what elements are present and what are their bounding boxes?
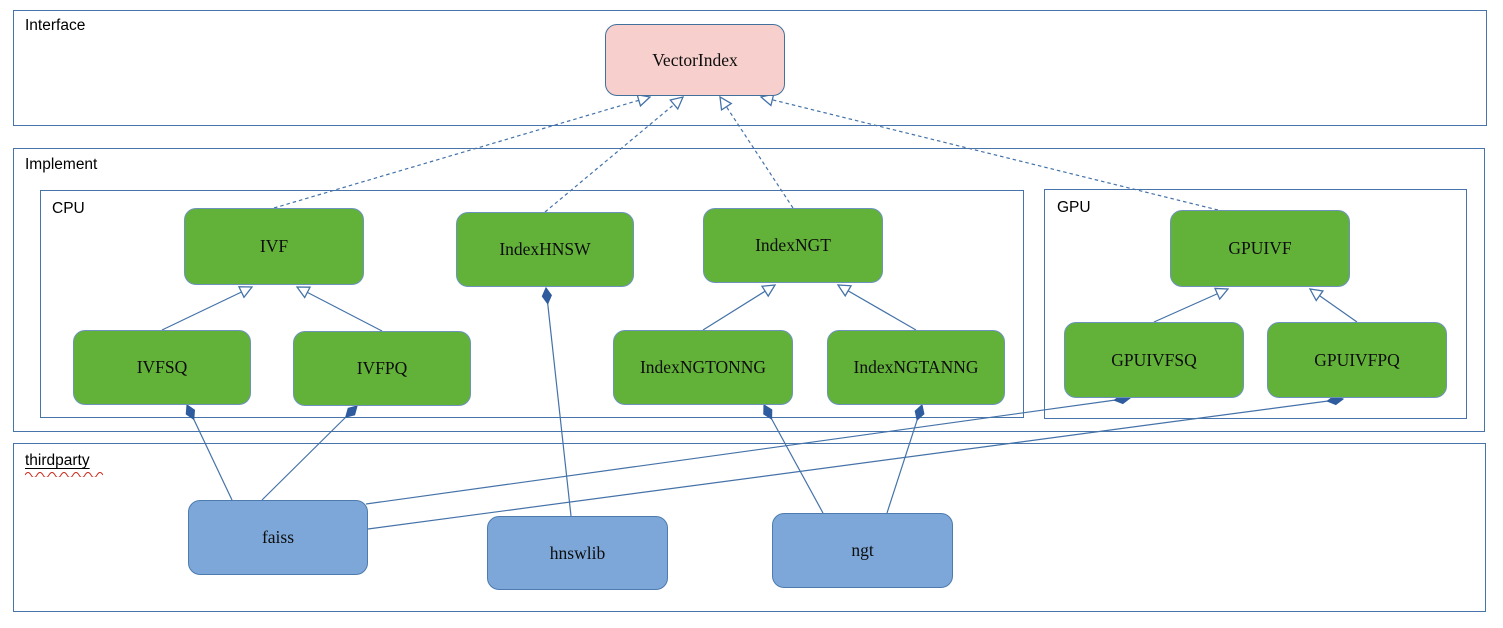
container-implement-label: Implement <box>25 156 98 173</box>
edge-indexngtanng-composes-ngt <box>886 403 925 514</box>
node-indexhnsw-label: IndexHNSW <box>499 239 591 259</box>
container-interface <box>13 10 1487 126</box>
container-implement <box>13 148 1485 432</box>
node-ivfsq-label: IVFSQ <box>136 357 188 377</box>
node-faiss-label: faiss <box>261 527 295 547</box>
edge-indexngtonng-to-indexngt <box>702 285 775 331</box>
edge-indexhnsw-composes-hnswlib <box>541 286 572 517</box>
node-indexngt-label: IndexNGT <box>755 235 831 255</box>
edge-indexhnsw-to-vectorindex <box>544 97 683 213</box>
thirdparty-label-text: thirdparty <box>25 452 90 469</box>
node-gpuivfpq-label: GPUIVFPQ <box>1314 349 1400 370</box>
node-indexhnsw: IndexHNSW <box>456 212 634 287</box>
edge-gpuivfsq-to-gpuivf <box>1153 289 1228 323</box>
container-gpu-label: GPU <box>1057 199 1091 216</box>
edge-ivf-to-vectorindex <box>273 97 650 209</box>
node-ivfpq-label: IVFPQ <box>356 358 408 378</box>
edge-ivfpq-composes-faiss <box>261 405 358 501</box>
node-gpuivf-label: GPUIVF <box>1228 238 1292 258</box>
node-gpuivfsq-label: GPUIVFSQ <box>1111 349 1197 370</box>
node-ivfpq: IVFPQ <box>293 331 471 406</box>
container-interface-label: Interface <box>25 17 86 34</box>
edge-gpuivfsq-composes-faiss <box>365 393 1132 505</box>
node-gpuivfsq: GPUIVFSQ <box>1064 322 1244 398</box>
node-indexngtonng: IndexNGTONNG <box>613 330 793 405</box>
container-thirdparty <box>13 443 1486 612</box>
edge-indexngt-to-vectorindex <box>720 97 794 209</box>
node-hnswlib-label: hnswlib <box>549 542 606 563</box>
node-indexngtanng: IndexNGTANNG <box>827 330 1005 405</box>
node-indexngt: IndexNGT <box>703 208 883 283</box>
container-thirdparty-label: thirdparty <box>25 452 103 477</box>
node-ivf-label: IVF <box>259 236 289 256</box>
edge-gpuivf-to-vectorindex <box>761 97 1219 211</box>
edge-indexngtonng-composes-ngt <box>763 404 824 514</box>
node-ivf: IVF <box>184 208 364 285</box>
node-indexngtanng-label: IndexNGTANNG <box>853 357 979 377</box>
edge-gpuivfpq-composes-faiss <box>367 394 1345 530</box>
node-faiss: faiss <box>188 500 368 575</box>
node-vectorindex: VectorIndex <box>605 24 785 96</box>
node-gpuivfpq: GPUIVFPQ <box>1267 322 1447 398</box>
edge-ivfsq-composes-faiss <box>185 403 233 501</box>
node-hnswlib: hnswlib <box>487 516 668 590</box>
node-ngt-label: ngt <box>851 540 874 560</box>
container-gpu <box>1044 189 1467 419</box>
node-vectorindex-label: VectorIndex <box>652 49 738 70</box>
edge-indexngtanng-to-indexngt <box>838 285 917 331</box>
container-cpu <box>40 190 1024 418</box>
edge-ivfsq-to-ivf <box>161 287 252 331</box>
node-ivfsq: IVFSQ <box>73 330 251 405</box>
container-cpu-label: CPU <box>52 200 85 217</box>
node-indexngtonng-label: IndexNGTONNG <box>639 357 767 377</box>
edge-ivfpq-to-ivf <box>297 287 383 332</box>
spellcheck-squiggle <box>25 472 103 477</box>
node-ngt: ngt <box>772 513 953 588</box>
edge-gpuivfpq-to-gpuivf <box>1310 289 1358 323</box>
node-gpuivf: GPUIVF <box>1170 210 1350 287</box>
